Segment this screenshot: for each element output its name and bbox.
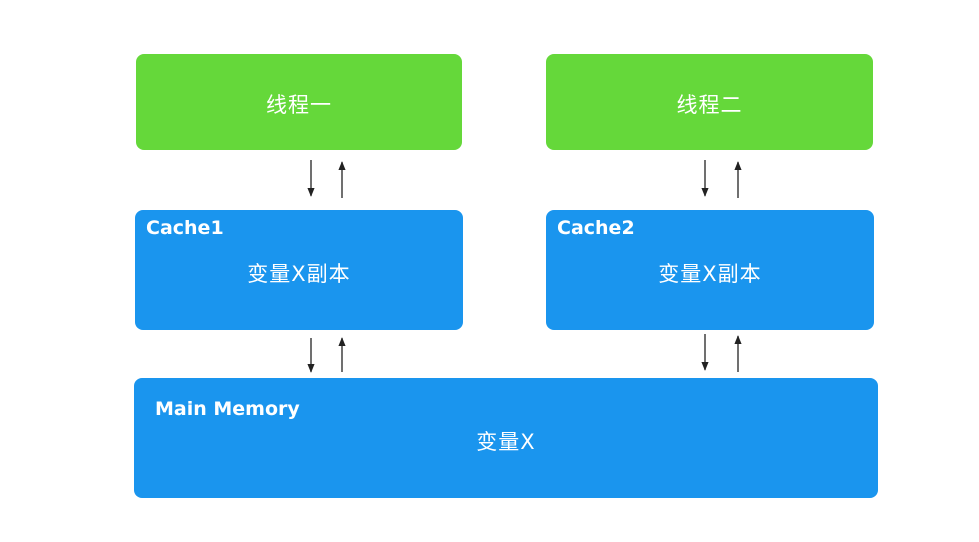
thread-1-box: 线程一 (136, 54, 462, 150)
main-memory-label: 变量X (476, 430, 536, 454)
cache-1-label: 变量X副本 (247, 262, 351, 286)
main-memory-box: Main Memory 变量X (134, 378, 878, 498)
cache-2-box: Cache2 变量X副本 (546, 210, 874, 330)
cache-1-box: Cache1 变量X副本 (135, 210, 463, 330)
thread-2-box: 线程二 (546, 54, 873, 150)
cache-2-label: 变量X副本 (658, 262, 762, 286)
cache-2-title: Cache2 (557, 217, 635, 239)
thread-2-label: 线程二 (676, 93, 743, 117)
main-memory-title: Main Memory (155, 398, 300, 420)
thread-1-label: 线程一 (266, 93, 332, 117)
cache-1-title: Cache1 (146, 217, 224, 239)
